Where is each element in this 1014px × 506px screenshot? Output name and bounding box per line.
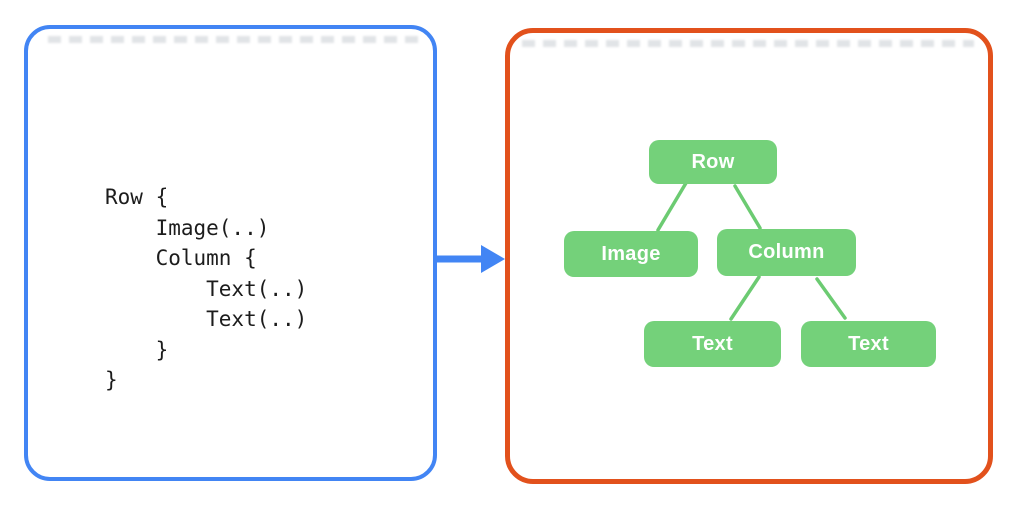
code-line: Text(..) (105, 276, 308, 301)
ghost-text-artifact (522, 40, 974, 47)
tree-edges (656, 181, 847, 321)
code-panel: Row { Image(..) Column { Text(..) Text(.… (24, 25, 437, 481)
code-line: } (105, 368, 118, 392)
code-line: } (105, 337, 169, 362)
right-arrow-icon (436, 245, 505, 273)
tree-node-text-1: Text (644, 321, 781, 367)
code-line: Column { (105, 246, 257, 270)
ghost-text-artifact (48, 36, 423, 43)
tree-panel: Row Image Column Text Text (505, 28, 993, 484)
code-line: Text(..) (105, 307, 308, 331)
code-line: Image(..) (105, 215, 270, 240)
tree-node-column: Column (717, 229, 856, 276)
tree-node-image: Image (564, 231, 698, 277)
code-block: Row { Image(..) Column { Text(..) Text(.… (105, 182, 307, 396)
tree-node-text-2: Text (801, 321, 936, 367)
tree-node-row: Row (649, 140, 777, 184)
code-line: Row { (105, 185, 169, 209)
